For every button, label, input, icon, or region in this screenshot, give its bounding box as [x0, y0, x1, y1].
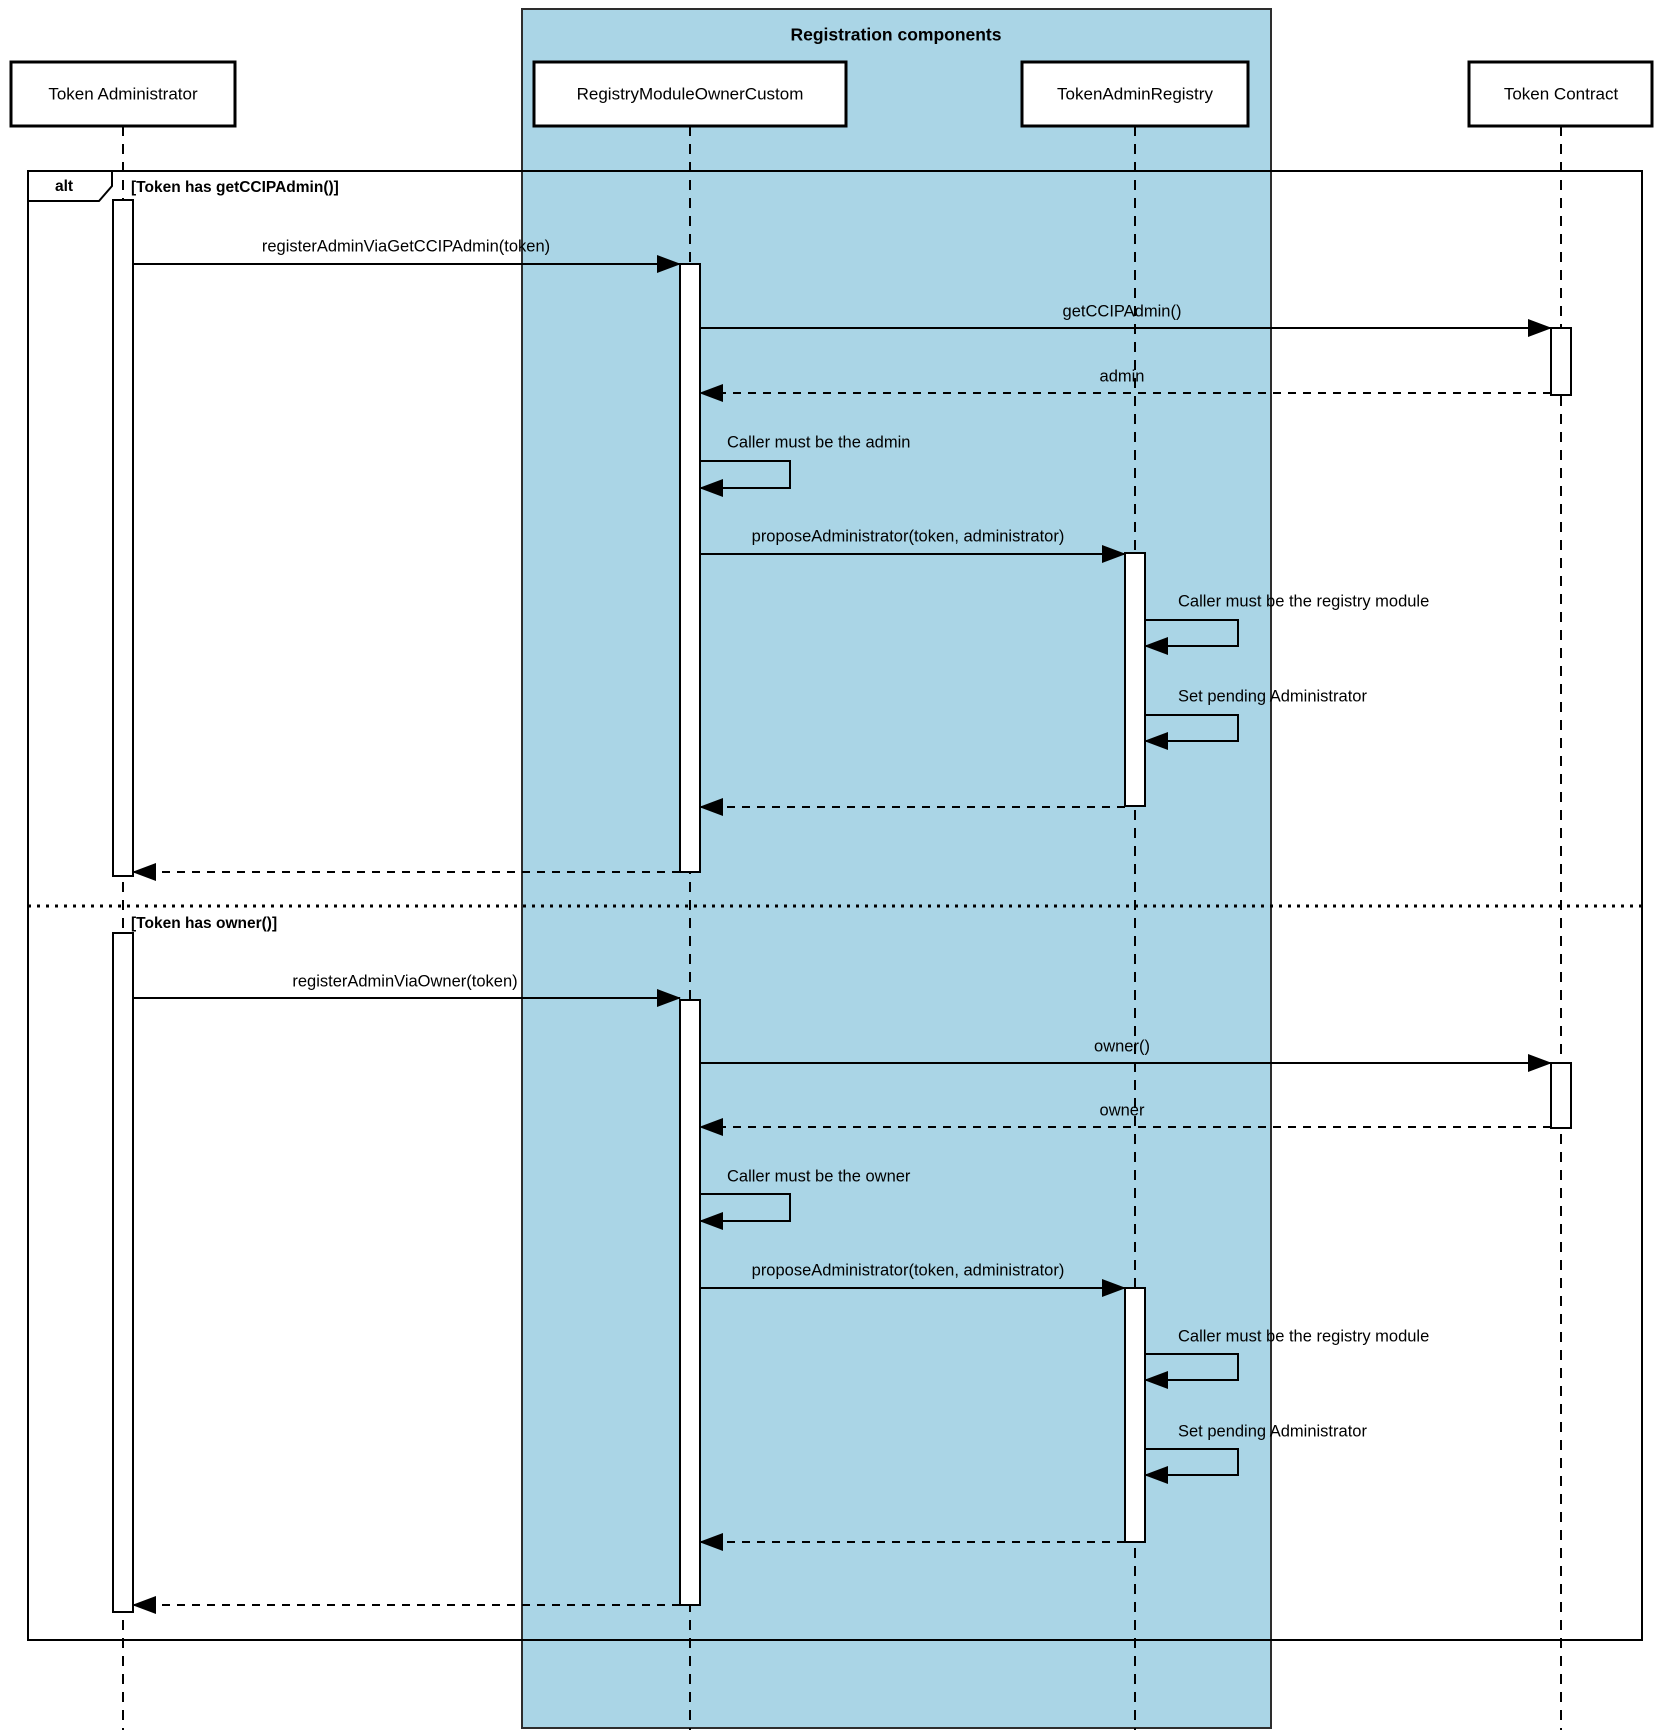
- registration-components-container: [521, 8, 1272, 1729]
- branch1-messages: registerAdminViaGetCCIPAdmin(token) getC…: [132, 237, 1552, 881]
- activation-token-admin-registry-1: [1124, 552, 1146, 807]
- participant-registry-module-owner-custom: RegistryModuleOwnerCustom: [532, 60, 848, 128]
- message-label-register-admin-via-getccipadmin: registerAdminViaGetCCIPAdmin(token): [262, 237, 550, 255]
- participant-token-administrator: Token Administrator: [9, 60, 237, 128]
- alt-operator-badge: [27, 170, 113, 202]
- participant-box-token-administrator: [9, 60, 237, 128]
- self-message-arrow-caller-must-be-owner: [699, 1193, 791, 1230]
- message-label-getccipadmin-call: getCCIPAdmin(): [1063, 302, 1182, 320]
- self-message-label-caller-must-be-registry-module-1: Caller must be the registry module: [1178, 592, 1429, 610]
- message-label-propose-administrator-1: proposeAdministrator(token, administrato…: [752, 527, 1065, 545]
- participant-label-registry-module-owner-custom: RegistryModuleOwnerCustom: [577, 84, 804, 103]
- self-message-arrow-set-pending-administrator-2: [1144, 1448, 1239, 1484]
- self-message-label-set-pending-administrator-2: Set pending Administrator: [1178, 1422, 1367, 1440]
- guard-branch1: [Token has getCCIPAdmin()]: [131, 179, 339, 196]
- activation-token-administrator-2: [112, 932, 134, 1613]
- self-message-arrow-caller-must-be-registry-module-1: [1144, 619, 1239, 655]
- guard-branch2: [Token has owner()]: [131, 915, 277, 932]
- self-message-label-caller-must-be-admin: Caller must be the admin: [727, 433, 910, 451]
- activation-token-contract-2: [1550, 1062, 1572, 1129]
- participant-token-contract: Token Contract: [1467, 60, 1654, 128]
- participant-box-registry-module-owner-custom: [532, 60, 848, 128]
- activation-token-administrator-1: [112, 199, 134, 877]
- self-message-label-caller-must-be-owner: Caller must be the owner: [727, 1167, 911, 1185]
- participant-box-token-contract: [1467, 60, 1654, 128]
- message-label-propose-administrator-2: proposeAdministrator(token, administrato…: [752, 1261, 1065, 1279]
- self-message-arrow-caller-must-be-registry-module-2: [1144, 1353, 1239, 1389]
- participant-box-token-admin-registry: [1020, 60, 1250, 128]
- self-message-label-caller-must-be-registry-module-2: Caller must be the registry module: [1178, 1327, 1429, 1345]
- activation-registry-module-2: [679, 999, 701, 1606]
- participant-token-admin-registry: TokenAdminRegistry: [1020, 60, 1250, 128]
- container-title: Registration components: [791, 25, 1002, 45]
- return-label-admin: admin: [1100, 367, 1145, 385]
- activation-token-admin-registry-2: [1124, 1287, 1146, 1543]
- participant-label-token-admin-registry: TokenAdminRegistry: [1057, 84, 1213, 103]
- message-label-owner-call: owner(): [1094, 1037, 1150, 1055]
- message-label-register-admin-via-owner: registerAdminViaOwner(token): [292, 972, 517, 990]
- branch2-messages: registerAdminViaOwner(token) owner() own…: [132, 972, 1552, 1614]
- activation-token-contract-1: [1550, 327, 1572, 396]
- activation-registry-module-1: [679, 263, 701, 873]
- self-message-arrow-set-pending-administrator-1: [1144, 714, 1239, 750]
- self-message-label-set-pending-administrator-1: Set pending Administrator: [1178, 687, 1367, 705]
- self-message-arrow-caller-must-be-admin: [699, 460, 791, 497]
- participant-label-token-administrator: Token Administrator: [48, 84, 198, 103]
- participant-label-token-contract: Token Contract: [1504, 84, 1619, 103]
- return-label-owner: owner: [1100, 1101, 1145, 1119]
- alt-operator-label: alt: [55, 178, 73, 195]
